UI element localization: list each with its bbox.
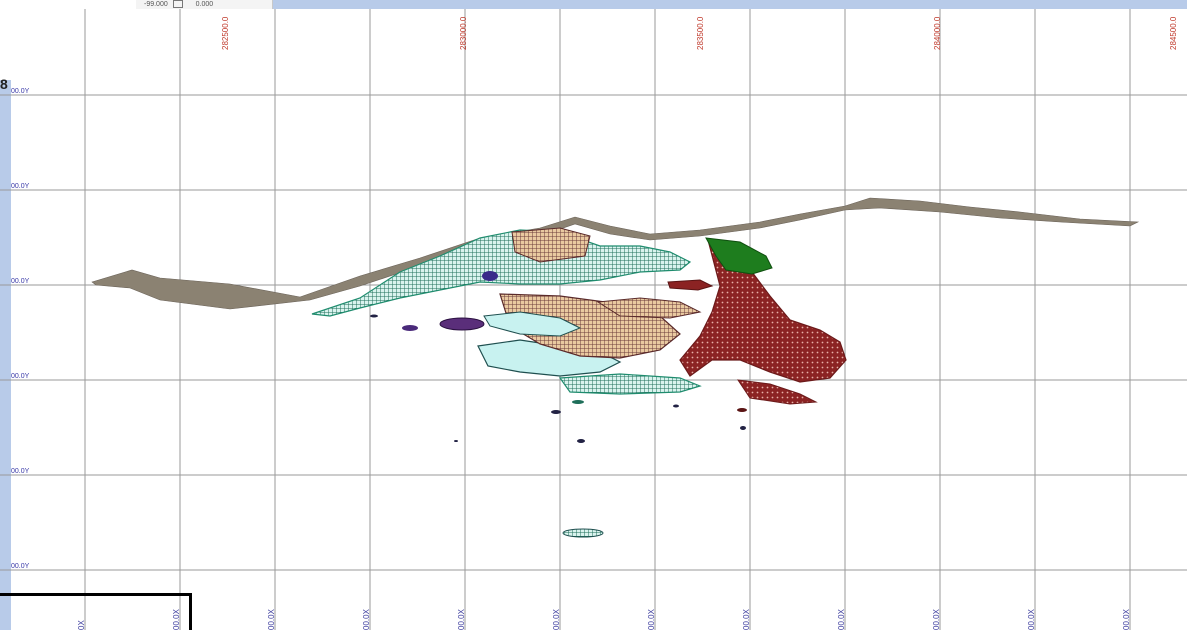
orebody-fragment-5	[740, 426, 746, 430]
window-title-bar[interactable]	[273, 0, 1187, 9]
orebody-mixed-lens-5	[511, 227, 591, 263]
bottom-x-tick-label: 00.0X	[742, 608, 751, 630]
toolbar-checkbox[interactable]	[172, 0, 183, 9]
orebody-cyan-lens-3	[483, 311, 582, 337]
bottom-x-tick-label: 00.0X	[1122, 608, 1131, 630]
bottom-x-tick-label: 00.0X	[837, 608, 846, 630]
top-x-tick-label: 283000.0	[459, 16, 468, 50]
y-tick-label: 00.0Y	[11, 468, 30, 475]
bottom-x-tick-label: 00.0X	[172, 608, 181, 630]
y-tick-label: 00.0Y	[11, 88, 30, 95]
orebody-teal-lens-2	[558, 373, 702, 395]
orebody-fragment-8	[572, 400, 584, 404]
top-x-tick-label: 282500.0	[221, 16, 230, 50]
top-x-tick-label: 284500.0	[1169, 16, 1178, 50]
y-tick-label: 00.0Y	[11, 278, 30, 285]
orebody-green	[705, 237, 773, 275]
orebody-maroon-lower	[736, 379, 818, 405]
toolbar-strip: -99.000 0.000	[136, 0, 273, 9]
orebody-fragment-9	[370, 314, 378, 318]
bottom-x-tick-label: 00.0X	[362, 608, 371, 630]
bottom-x-tick-label: 00.0X	[1027, 608, 1036, 630]
orebody-fragment-3	[577, 439, 585, 443]
orebody-purple-lens-2	[482, 271, 498, 281]
top-x-axis-labels: 282500.0 283000.0 283500.0 284000.0 284500.0	[221, 16, 1178, 50]
bottom-x-tick-label: 00.0X	[457, 608, 466, 630]
orebody-purple-lens-3	[402, 325, 418, 331]
orebody-fragment-2	[551, 410, 561, 414]
top-x-tick-label: 284000.0	[933, 16, 942, 50]
orebody-fragment-6	[673, 404, 679, 408]
bottom-x-axis-labels: 0X 00.0X 00.0X 00.0X 00.0X 00.0X 00.0X 00.0X 00.…	[77, 608, 1131, 630]
orebody-mixed-lens-4	[596, 297, 702, 319]
bottom-x-tick-label: 0X	[77, 620, 86, 630]
orebody-fragment-4	[737, 408, 747, 412]
top-x-tick-label: 283500.0	[696, 16, 705, 50]
orebody-purple-lens-1	[439, 317, 485, 331]
y-tick-label: 00.0Y	[11, 183, 30, 190]
bottom-x-tick-label: 00.0X	[932, 608, 941, 630]
toolbar-value-b[interactable]: 0.000	[195, 1, 214, 8]
orebody-teal-main	[311, 229, 692, 317]
orebody-fragment-7	[454, 440, 458, 442]
view-label: 8	[0, 76, 8, 92]
y-axis-labels: 00.0Y 00.0Y 00.0Y 00.0Y 00.0Y 00.0Y	[11, 88, 30, 570]
toolbar-value-a[interactable]: -99.000	[144, 1, 168, 8]
bottom-x-tick-label: 00.0X	[267, 608, 276, 630]
left-panel-rail[interactable]	[0, 80, 11, 630]
orebody-maroon-small	[667, 279, 714, 291]
selection-rectangle[interactable]	[0, 593, 192, 630]
orebody-maroon	[679, 238, 847, 383]
bottom-x-tick-label: 00.0X	[552, 608, 561, 630]
orebody-fragment-1	[562, 528, 604, 538]
bottom-x-tick-label: 00.0X	[647, 608, 656, 630]
y-tick-label: 00.0Y	[11, 373, 30, 380]
y-tick-label: 00.0Y	[11, 563, 30, 570]
